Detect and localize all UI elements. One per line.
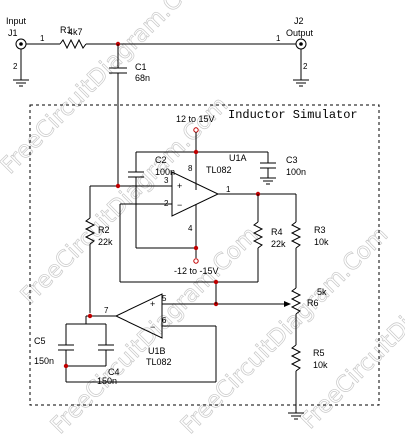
junction-dot bbox=[193, 245, 199, 251]
c2-ref: C2 bbox=[155, 155, 167, 165]
junction-dot bbox=[87, 313, 93, 319]
c5-ref: C5 bbox=[34, 336, 46, 346]
r3-ref: R3 bbox=[314, 225, 326, 235]
c1-ref: C1 bbox=[135, 62, 147, 72]
j2-name: Output bbox=[286, 28, 314, 38]
capacitor-c2: C2 100n bbox=[128, 152, 175, 248]
c2-value: 100n bbox=[155, 167, 175, 177]
r3-zigzag bbox=[290, 221, 302, 249]
r1-value: 4k7 bbox=[68, 27, 83, 37]
potentiometer-r6: 5k R6 bbox=[175, 287, 327, 345]
r2-zigzag bbox=[84, 217, 96, 245]
ground-icon bbox=[13, 79, 29, 87]
r2-value: 22k bbox=[98, 237, 113, 247]
ground-icon bbox=[288, 412, 304, 420]
resistor-r4: R4 22k bbox=[252, 194, 286, 282]
u1b-pin-label: 6 bbox=[162, 316, 167, 325]
capacitor-c4: C4 150n bbox=[66, 324, 120, 386]
inductor-simulator-title: Inductor Simulator bbox=[228, 108, 358, 122]
r4-zigzag bbox=[252, 221, 264, 249]
j1-name: Input bbox=[6, 16, 27, 26]
u1a-ref: U1A bbox=[229, 153, 247, 163]
inductor-simulator-boundary bbox=[29, 104, 380, 406]
u1a-pin-label: 3 bbox=[164, 176, 169, 185]
r4-ref: R4 bbox=[271, 227, 283, 237]
connector-j2: J2 Output 1 2 bbox=[276, 16, 314, 87]
r1-ref: R1 bbox=[60, 25, 72, 35]
c4-value: 150n bbox=[97, 376, 117, 386]
c5-value: 150n bbox=[34, 356, 54, 366]
u1b-plus-sign: + bbox=[150, 299, 155, 309]
c3-value: 100n bbox=[286, 167, 306, 177]
junction-dot bbox=[193, 149, 199, 155]
u1b-minus-sign: − bbox=[150, 322, 155, 332]
r6-wiper-arrow bbox=[284, 301, 291, 307]
watermark-text: FreeCircuitDiagram.Com bbox=[176, 222, 393, 438]
r5-value: 10k bbox=[313, 360, 328, 370]
ground-icon bbox=[293, 79, 309, 87]
j1-pin1-label: 1 bbox=[40, 34, 45, 43]
capacitor-c5: C5 150n bbox=[34, 324, 74, 382]
j1-ref: J1 bbox=[8, 28, 18, 38]
j2-pin1-label: 1 bbox=[276, 34, 281, 43]
r4-value: 22k bbox=[271, 239, 286, 249]
u1b-ref: U1B bbox=[148, 346, 166, 356]
c4-ref: C4 bbox=[108, 367, 120, 377]
junction-dot bbox=[213, 279, 219, 285]
c3-ref: C3 bbox=[286, 155, 298, 165]
connector-j1: Input J1 1 2 bbox=[6, 16, 45, 87]
r1-zigzag bbox=[59, 38, 87, 50]
junction-dot bbox=[63, 363, 69, 369]
j2-pin2-label: 2 bbox=[303, 62, 308, 71]
resistor-r3: R3 10k bbox=[290, 194, 329, 288]
u1a-pin-label: 4 bbox=[188, 224, 193, 233]
r6-zigzag bbox=[290, 287, 302, 315]
j1-pin2-label: 2 bbox=[13, 62, 18, 71]
r6-ref: R6 bbox=[307, 298, 319, 308]
r5-ref: R5 bbox=[313, 348, 325, 358]
u1a-pin-label: 1 bbox=[226, 185, 231, 194]
junction-dot bbox=[115, 183, 121, 189]
resistor-r1: R1 4k7 bbox=[59, 25, 87, 50]
u1a-pin-label: 8 bbox=[188, 164, 193, 173]
u1b-triangle bbox=[114, 293, 163, 339]
resistor-r2: R2 22k bbox=[84, 186, 113, 313]
u1a-minus-sign: − bbox=[177, 200, 182, 210]
r3-value: 10k bbox=[314, 237, 329, 247]
capacitor-c1: C1 68n bbox=[109, 44, 150, 186]
ground-icon bbox=[260, 177, 276, 185]
opamp-u1b: + − 5 6 7 U1B TL082 bbox=[104, 293, 172, 367]
j2-coax-center bbox=[299, 42, 303, 46]
r5-zigzag bbox=[290, 344, 302, 372]
u1b-value: TL082 bbox=[146, 357, 172, 367]
u1a-value: TL082 bbox=[206, 165, 232, 175]
negative-supply-label: -12 to -15V bbox=[174, 266, 219, 276]
u1b-pin-label: 7 bbox=[104, 306, 109, 315]
capacitor-c3: C3 100n bbox=[260, 152, 306, 185]
u1a-triangle bbox=[171, 171, 220, 217]
positive-supply-label: 12 to 15V bbox=[176, 114, 215, 124]
r6-value: 5k bbox=[317, 287, 327, 297]
u1b-pin-label: 5 bbox=[162, 294, 167, 303]
u1a-plus-sign: + bbox=[177, 181, 182, 191]
c1-value: 68n bbox=[135, 73, 150, 83]
j2-ref: J2 bbox=[294, 16, 304, 26]
j1-coax-center bbox=[19, 42, 23, 46]
negative-supply-terminal bbox=[193, 258, 199, 264]
resistor-r5: R5 10k bbox=[288, 344, 328, 420]
r2-ref: R2 bbox=[98, 225, 110, 235]
